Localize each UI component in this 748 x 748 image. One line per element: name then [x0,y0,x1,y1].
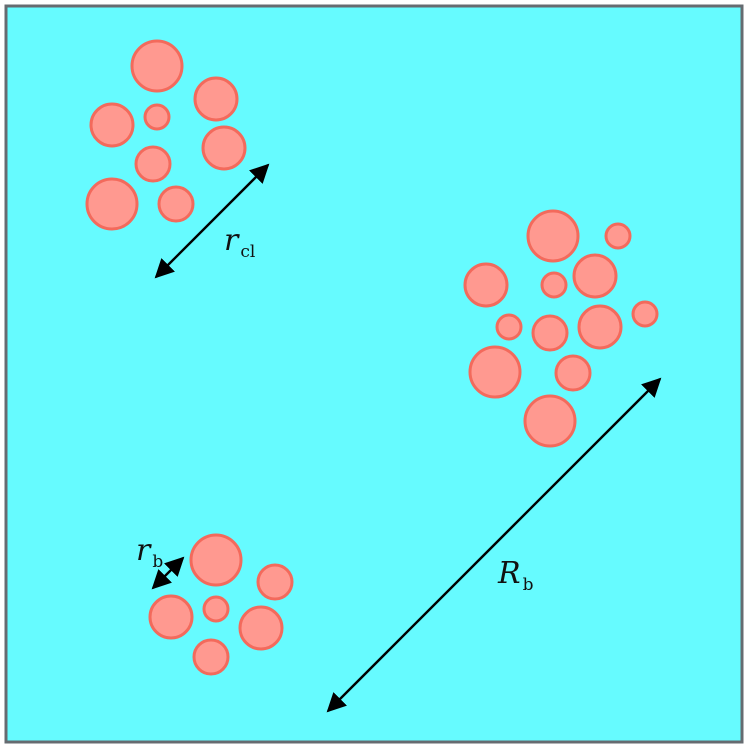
bubble [134,145,172,183]
bubble [523,394,577,448]
bubble [148,594,194,640]
bubble [238,605,284,651]
bubble [157,185,195,223]
bubble [202,595,230,623]
bubble [143,103,171,131]
cluster-bottom-left [148,533,294,676]
cluster-radius-arrow [154,163,270,279]
bubble [495,313,523,341]
bubble [554,354,592,392]
bubble [540,271,568,299]
bubble-radius-arrow [151,556,185,590]
bubble [468,345,522,399]
cluster-top-left [85,39,247,231]
bubble [531,314,569,352]
bubble [526,209,580,263]
cluster-separation-arrow [326,377,662,713]
bubble [192,638,230,676]
bubble [577,304,623,350]
bubble [89,102,135,148]
bubble [631,300,659,328]
bubble [256,563,294,601]
cluster-right [463,209,659,448]
bubble [189,533,243,587]
bubble [201,125,247,171]
bubble [463,262,509,308]
bubble [604,222,632,250]
bubble [572,253,618,299]
bubble [130,39,184,93]
bubble [85,177,139,231]
bubble [193,76,239,122]
